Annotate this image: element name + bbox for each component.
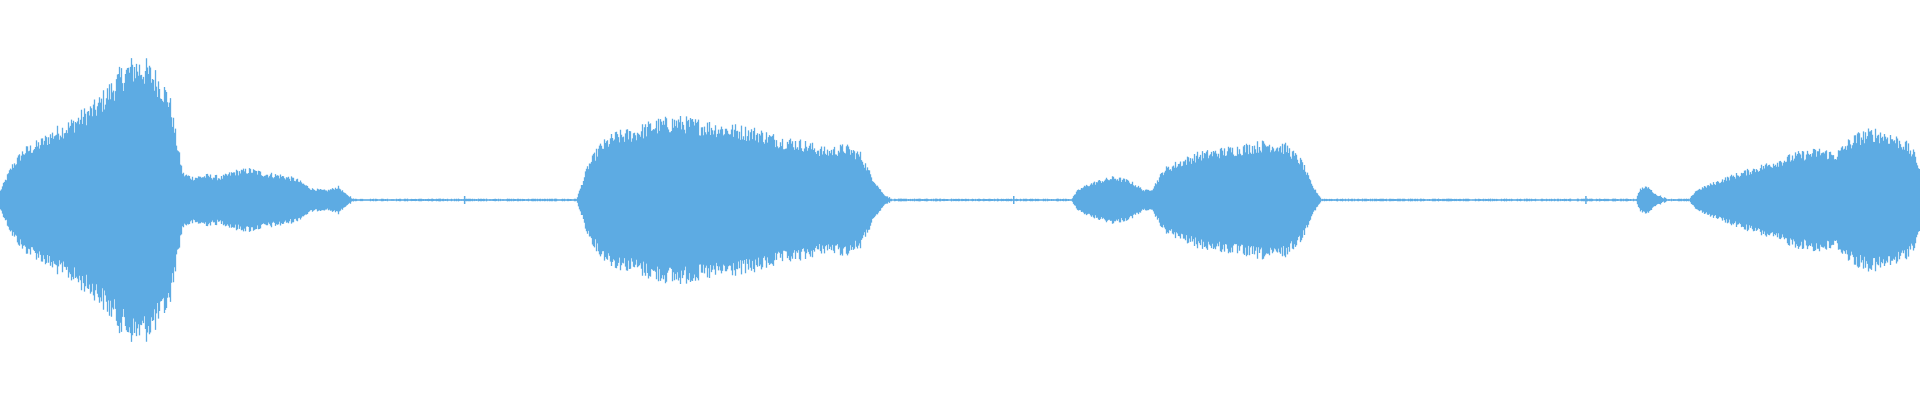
waveform-bars — [0, 58, 1920, 342]
waveform-signal — [0, 58, 1920, 342]
waveform-markers — [463, 196, 1587, 204]
